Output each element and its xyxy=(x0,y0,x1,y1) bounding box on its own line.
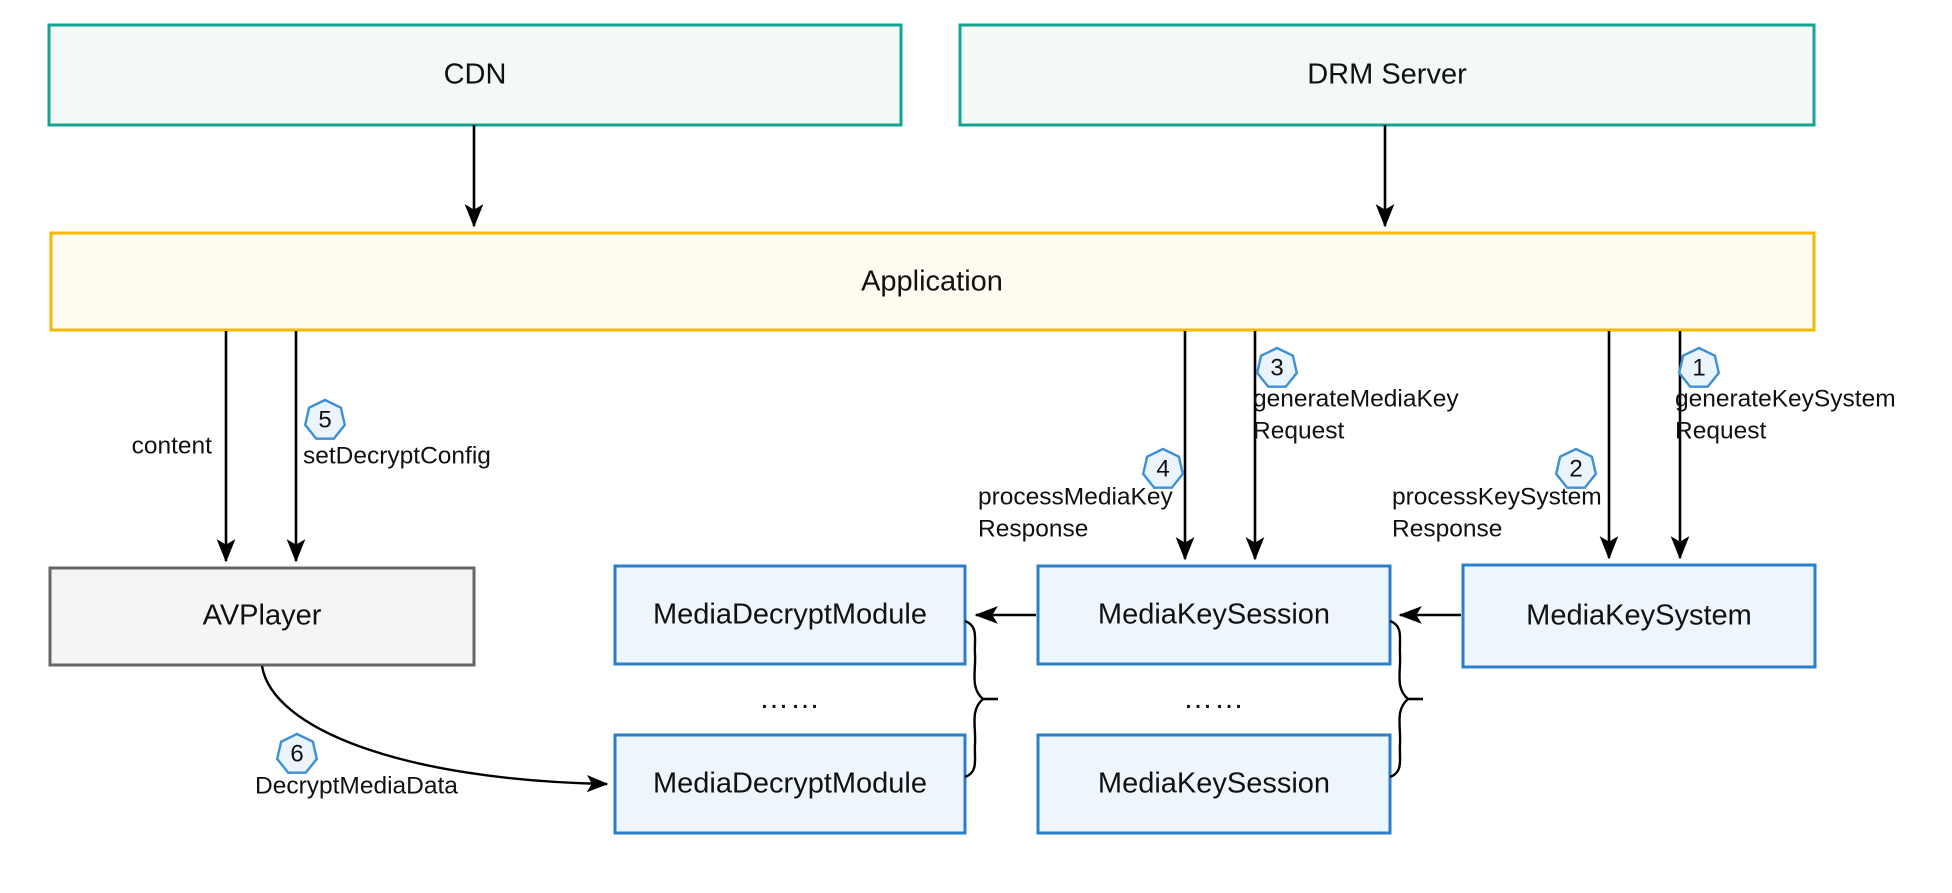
step-heptagon-4 xyxy=(1141,447,1185,489)
node-mediakeysession-2[interactable]: MediaKeySession xyxy=(1036,733,1392,835)
mediakeysession-2-label: MediaKeySession xyxy=(1098,768,1330,800)
step-marker-1: 1 xyxy=(1677,346,1721,388)
node-mediakeysession-1[interactable]: MediaKeySession xyxy=(1036,564,1392,666)
mediakeysession-1-box[interactable] xyxy=(1036,564,1392,666)
cdn-box[interactable] xyxy=(47,23,903,127)
step-marker-2: 2 xyxy=(1554,447,1598,489)
ellipsis-key-sessions: …… xyxy=(1183,682,1245,715)
application-label: Application xyxy=(861,266,1003,298)
edge-label-generatekeysystem-line1: generateKeySystem xyxy=(1675,385,1896,412)
ellipsis-decrypt-modules: …… xyxy=(759,682,821,715)
edge-label-processkeysystem-line1: processKeySystem xyxy=(1392,483,1602,510)
mediadecryptmodule-1-label: MediaDecryptModule xyxy=(653,599,927,631)
step-number-2: 2 xyxy=(1569,455,1582,482)
step-heptagon-3 xyxy=(1255,346,1299,388)
edge-label-processkeysystem-line2: Response xyxy=(1392,515,1502,542)
step-heptagon-6 xyxy=(275,732,319,774)
step-number-5: 5 xyxy=(318,406,331,433)
brace-mediadecryptmodule-group xyxy=(964,619,985,779)
avplayer-box[interactable] xyxy=(48,566,476,667)
step-heptagon-1 xyxy=(1677,346,1721,388)
edge-label-content: content xyxy=(132,432,213,459)
edge-label-processmediakey-line1: processMediaKey xyxy=(978,483,1173,510)
node-mediakeysystem[interactable]: MediaKeySystem xyxy=(1461,563,1817,669)
mediakeysession-2-box[interactable] xyxy=(1036,733,1392,835)
node-avplayer[interactable]: AVPlayer xyxy=(48,566,476,667)
drm-server-box[interactable] xyxy=(958,23,1816,127)
edge-label-generatemediakey-line2: Request xyxy=(1253,417,1344,444)
node-cdn[interactable]: CDN xyxy=(47,23,903,127)
mediakeysession-1-label: MediaKeySession xyxy=(1098,599,1330,631)
mediakeysystem-box[interactable] xyxy=(1461,563,1817,669)
cdn-label: CDN xyxy=(444,59,507,91)
step-marker-3: 3 xyxy=(1255,346,1299,388)
mediadecryptmodule-1-box[interactable] xyxy=(613,564,967,666)
edge-label-generatemediakey-line1: generateMediaKey xyxy=(1253,385,1459,412)
step-heptagon-5 xyxy=(303,398,347,440)
edge-label-processmediakey-line2: Response xyxy=(978,515,1088,542)
step-number-3: 3 xyxy=(1270,354,1283,381)
step-number-1: 1 xyxy=(1692,354,1705,381)
node-mediadecryptmodule-2[interactable]: MediaDecryptModule xyxy=(613,733,967,835)
brace-mediakeysession-group xyxy=(1389,619,1410,779)
step-marker-5: 5 xyxy=(303,398,347,440)
step-marker-4: 4 xyxy=(1141,447,1185,489)
edge-label-setdecryptconfig: setDecryptConfig xyxy=(303,442,491,469)
step-number-6: 6 xyxy=(290,740,303,767)
node-drm-server[interactable]: DRM Server xyxy=(958,23,1816,127)
mediakeysystem-label: MediaKeySystem xyxy=(1526,600,1752,632)
node-application[interactable]: Application xyxy=(49,231,1816,332)
edge-label-generatekeysystem-line2: Request xyxy=(1675,417,1766,444)
arrow-avplayer-to-mediadecryptmodule-decryptmediadata xyxy=(260,665,609,793)
drm-server-label: DRM Server xyxy=(1307,59,1467,91)
application-box[interactable] xyxy=(49,231,1816,332)
mediadecryptmodule-2-box[interactable] xyxy=(613,733,967,835)
step-number-4: 4 xyxy=(1156,455,1169,482)
node-mediadecryptmodule-1[interactable]: MediaDecryptModule xyxy=(613,564,967,666)
step-marker-6: 6 xyxy=(275,732,319,774)
avplayer-label: AVPlayer xyxy=(203,600,322,632)
edge-label-decryptmediadata: DecryptMediaData xyxy=(255,772,458,799)
step-heptagon-2 xyxy=(1554,447,1598,489)
mediadecryptmodule-2-label: MediaDecryptModule xyxy=(653,768,927,800)
